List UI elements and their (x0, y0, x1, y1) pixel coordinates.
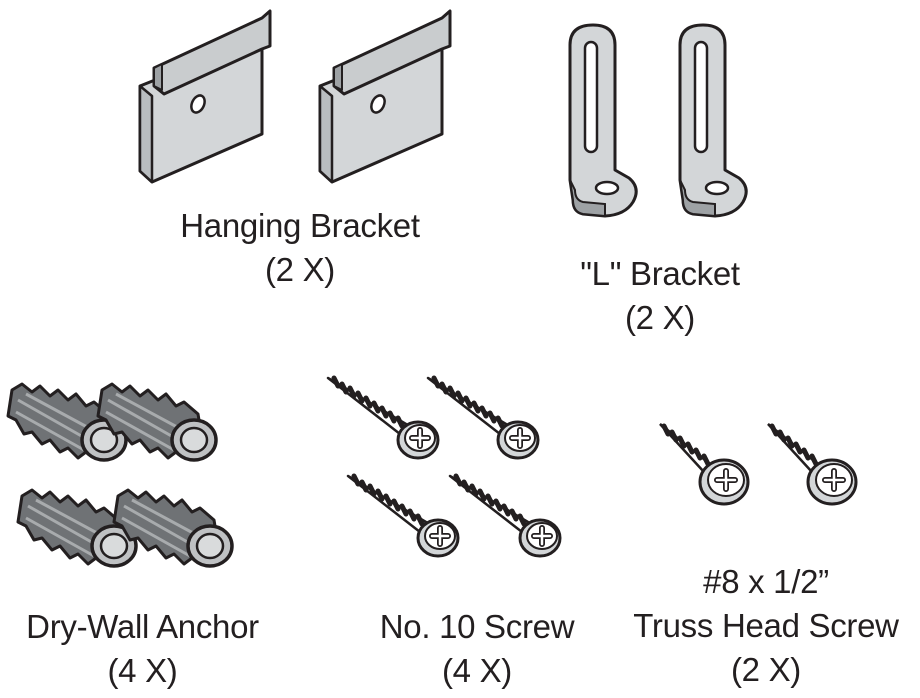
hanging-bracket-1 (138, 9, 272, 184)
no10-screw-label: No. 10 Screw (4 X) (352, 605, 602, 693)
truss-head-screw-qty: (2 X) (730, 651, 801, 688)
drywall-anchor-label: Dry-Wall Anchor (4 X) (0, 605, 285, 693)
no10-screw-3 (348, 476, 458, 556)
truss-head-screw-name: Truss Head Screw (633, 607, 899, 644)
hanging-bracket-name: Hanging Bracket (180, 207, 420, 244)
l-bracket-name: "L" Bracket (580, 255, 740, 292)
no10-screw-2 (428, 378, 538, 458)
l-bracket-2 (678, 23, 748, 218)
truss-head-screw-2 (768, 424, 856, 504)
hanging-bracket-2 (318, 9, 452, 184)
hanging-bracket-qty: (2 X) (264, 251, 335, 288)
hanging-bracket-label: Hanging Bracket (2 X) (140, 204, 460, 292)
l-bracket-qty: (2 X) (624, 299, 695, 336)
no10-screw-name: No. 10 Screw (379, 608, 575, 645)
drywall-anchor-name: Dry-Wall Anchor (26, 608, 259, 645)
l-bracket-label: "L" Bracket (2 X) (500, 252, 820, 340)
no10-screw-1 (328, 378, 438, 458)
l-bracket-1 (568, 23, 638, 218)
truss-head-screw-size: #8 x 1/2” (703, 563, 829, 600)
truss-head-screw-1 (660, 424, 748, 504)
drywall-anchor-qty: (4 X) (107, 652, 178, 689)
no10-screw-qty: (4 X) (441, 652, 512, 689)
no10-screw-4 (450, 476, 560, 556)
truss-head-screw-label: #8 x 1/2” Truss Head Screw (2 X) (612, 560, 920, 692)
